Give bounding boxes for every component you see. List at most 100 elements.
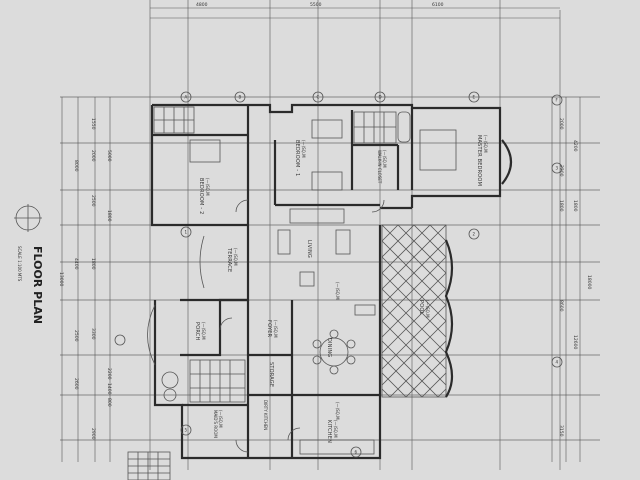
room-pool: POOL (—)SQ.M bbox=[418, 300, 430, 318]
room-dining-area: (—)SQ.M bbox=[335, 402, 340, 420]
svg-text:STORAGE: STORAGE bbox=[268, 362, 274, 387]
room-bedroom-1: BEDROOM - 1 (—)SQ.M bbox=[294, 140, 306, 176]
svg-text:6: 6 bbox=[355, 450, 358, 455]
right-dim-9: 3150 bbox=[558, 425, 564, 437]
grid-bubble: B bbox=[234, 91, 246, 103]
svg-text:WALK-IN CLOSET: WALK-IN CLOSET bbox=[377, 150, 382, 184]
room-bedroom-2: BEDROOM - 2 (—)SQ.M bbox=[198, 178, 210, 214]
svg-text:(—)SQ.M: (—)SQ.M bbox=[335, 402, 340, 420]
svg-text:F: F bbox=[556, 98, 559, 103]
left-dim-6: 1800 bbox=[106, 210, 112, 222]
top-dimension-chain: 4800 5500 6100 bbox=[150, 2, 560, 19]
drawing-scale: SCALE 1:100 MTS bbox=[17, 246, 22, 282]
bathroom-tiles bbox=[153, 106, 411, 403]
svg-text:BEDROOM - 2: BEDROOM - 2 bbox=[198, 178, 204, 214]
svg-text:(—)SQ.M: (—)SQ.M bbox=[301, 140, 306, 158]
left-dim-1: 1550 bbox=[90, 118, 96, 130]
svg-text:E: E bbox=[473, 95, 476, 100]
svg-text:KITCHEN: KITCHEN bbox=[326, 420, 332, 443]
top-dim-3: 6100 bbox=[432, 2, 444, 8]
svg-text:4: 4 bbox=[556, 360, 559, 365]
svg-text:A: A bbox=[185, 95, 188, 100]
svg-text:(—)SQ.M: (—)SQ.M bbox=[425, 300, 430, 318]
left-dim-4: 8000 bbox=[73, 160, 79, 172]
svg-text:(—)SQ.M: (—)SQ.M bbox=[205, 178, 210, 196]
right-dim-3: 4200 bbox=[572, 140, 578, 152]
room-dirty-kitchen: DIRTY KITCHEN bbox=[263, 400, 268, 430]
svg-text:C: C bbox=[317, 95, 320, 100]
svg-text:(—)SQ.M: (—)SQ.M bbox=[273, 320, 278, 338]
grid-bubble: 5 bbox=[180, 424, 192, 436]
svg-text:5: 5 bbox=[185, 428, 188, 433]
svg-text:BEDROOM - 1: BEDROOM - 1 bbox=[294, 140, 300, 176]
room-terrace: TERRACE (—)SQ.M bbox=[226, 247, 238, 272]
grid-bubble: 3 bbox=[551, 162, 563, 174]
room-labels: BEDROOM - 2 (—)SQ.M BEDROOM - 1 (—)SQ.M … bbox=[194, 135, 488, 443]
left-dim-12: 2600 bbox=[73, 378, 79, 390]
room-porch: PORCH (—)SQ.M bbox=[194, 322, 206, 340]
left-dim-8: 4400 bbox=[73, 258, 79, 270]
door-swings bbox=[199, 139, 513, 453]
svg-text:PORCH: PORCH bbox=[194, 322, 200, 340]
room-storage: STORAGE bbox=[268, 362, 274, 387]
top-dim-1: 4800 bbox=[196, 2, 208, 8]
room-foyer: FOYER (—)SQ.M bbox=[266, 320, 278, 338]
grid-bubbles: A B C D E F 1 2 3 4 5 6 bbox=[180, 91, 563, 458]
svg-text:(—)SQ.M: (—)SQ.M bbox=[333, 420, 338, 438]
svg-text:B: B bbox=[239, 95, 242, 100]
left-dim-13: 2200 bbox=[106, 368, 112, 380]
left-dim-9: 13000 bbox=[58, 272, 64, 286]
svg-text:DINING: DINING bbox=[326, 338, 332, 357]
interior-walls bbox=[152, 105, 414, 458]
left-dim-14: 1400 bbox=[106, 383, 112, 395]
svg-text:MAID'S ROOM: MAID'S ROOM bbox=[213, 410, 218, 438]
grid-bubble: 2 bbox=[468, 228, 480, 240]
grid-bubble: 4 bbox=[551, 356, 563, 368]
grid-bubble: 6 bbox=[350, 446, 362, 458]
left-dimension-chain: 1550 2000 5000 8000 2500 1800 1800 4400 … bbox=[58, 97, 112, 462]
svg-text:1: 1 bbox=[185, 230, 188, 235]
grid-bubble: E bbox=[468, 91, 480, 103]
svg-text:MASTER BEDROOM: MASTER BEDROOM bbox=[476, 135, 482, 186]
grid-bubble: A bbox=[180, 91, 192, 103]
left-dim-2: 2000 bbox=[90, 150, 96, 162]
svg-text:3: 3 bbox=[556, 166, 559, 171]
room-master-bedroom: MASTER BEDROOM (—)SQ.M bbox=[476, 135, 488, 186]
top-dim-2: 5500 bbox=[310, 2, 322, 8]
title-block: FLOOR PLAN SCALE 1:100 MTS bbox=[14, 204, 44, 324]
furniture bbox=[114, 119, 457, 455]
room-walk-in-closet: WALK-IN CLOSET (—)SQ.M bbox=[377, 150, 387, 184]
left-dim-3: 5000 bbox=[106, 150, 112, 162]
svg-text:D: D bbox=[379, 95, 382, 100]
room-dining: DINING bbox=[326, 338, 332, 357]
right-dim-4: 1800 bbox=[558, 200, 564, 212]
svg-text:LIVING: LIVING bbox=[306, 240, 312, 258]
left-dim-5: 2500 bbox=[90, 195, 96, 207]
room-maids-room: MAID'S ROOM (—)SQ.M bbox=[213, 410, 223, 438]
left-dim-10: 2500 bbox=[73, 330, 79, 342]
left-dim-15: 800 bbox=[106, 398, 112, 407]
room-living: LIVING bbox=[306, 240, 312, 258]
left-dim-16: 2900 bbox=[90, 428, 96, 440]
svg-text:(—)SQ.M: (—)SQ.M bbox=[218, 410, 223, 428]
svg-text:(—)SQ.M: (—)SQ.M bbox=[335, 282, 340, 300]
svg-text:(—)SQ.M: (—)SQ.M bbox=[201, 322, 206, 340]
grid-bubble: F bbox=[551, 94, 563, 106]
right-dim-7: 8600 bbox=[558, 300, 564, 312]
svg-text:(—)SQ.M: (—)SQ.M bbox=[233, 248, 238, 266]
svg-text:(—)SQ.M: (—)SQ.M bbox=[483, 135, 488, 153]
room-living-area: (—)SQ.M bbox=[335, 282, 340, 300]
right-dim-1: 2000 bbox=[558, 118, 564, 130]
svg-text:POOL: POOL bbox=[418, 300, 424, 314]
grid-bubble: D bbox=[374, 91, 386, 103]
right-dimension-chain: 2000 2200 4200 1800 1800 18000 8600 1260… bbox=[551, 97, 592, 462]
pool-hatch bbox=[381, 224, 454, 398]
right-dim-8: 12600 bbox=[572, 335, 578, 349]
svg-text:2: 2 bbox=[473, 232, 476, 237]
svg-text:FOYER: FOYER bbox=[266, 320, 272, 338]
grid-bubble: 1 bbox=[180, 226, 192, 238]
grid-bubble: C bbox=[312, 91, 324, 103]
left-dim-11: 3300 bbox=[90, 328, 96, 340]
